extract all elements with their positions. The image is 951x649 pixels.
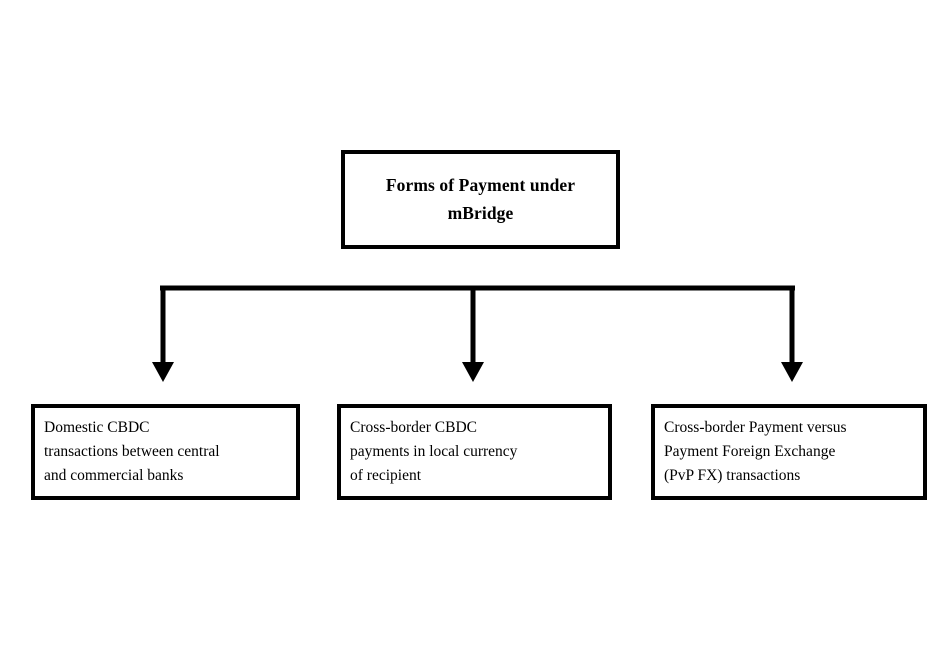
node-title-line-1: Forms of Payment under xyxy=(385,175,576,196)
node-pvp-fx-box[interactable]: Cross-border Payment versus Payment Fore… xyxy=(651,404,927,500)
node-pvp-fx-line-3: (PvP FX) transactions xyxy=(664,467,801,485)
node-domestic-cbdc-line-3: and commercial banks xyxy=(44,467,184,485)
node-pvp-fx-text: Cross-border Payment versus Payment Fore… xyxy=(655,416,923,489)
node-pvp-fx-line-1: Cross-border Payment versus xyxy=(664,418,847,436)
node-domestic-cbdc-line-2: transactions between central xyxy=(44,442,220,460)
node-title-box[interactable]: Forms of Payment under mBridge xyxy=(341,150,620,249)
node-title-line-2: mBridge xyxy=(447,202,514,223)
arrowhead-center-icon xyxy=(462,362,484,382)
node-domestic-cbdc-text: Domestic CBDC transactions between centr… xyxy=(35,416,296,489)
node-crossborder-cbdc-line-3: of recipient xyxy=(350,467,422,485)
arrowhead-right-icon xyxy=(781,362,803,382)
node-crossborder-cbdc-line-2: payments in local currency xyxy=(350,442,518,460)
node-crossborder-cbdc-line-1: Cross-border CBDC xyxy=(350,418,478,436)
node-crossborder-cbdc-box[interactable]: Cross-border CBDC payments in local curr… xyxy=(337,404,612,500)
node-crossborder-cbdc-text: Cross-border CBDC payments in local curr… xyxy=(341,416,608,489)
arrowhead-left-icon xyxy=(152,362,174,382)
node-domestic-cbdc-line-1: Domestic CBDC xyxy=(44,418,150,436)
node-domestic-cbdc-box[interactable]: Domestic CBDC transactions between centr… xyxy=(31,404,300,500)
node-title-text: Forms of Payment under mBridge xyxy=(376,172,585,226)
node-pvp-fx-line-2: Payment Foreign Exchange xyxy=(664,442,836,460)
